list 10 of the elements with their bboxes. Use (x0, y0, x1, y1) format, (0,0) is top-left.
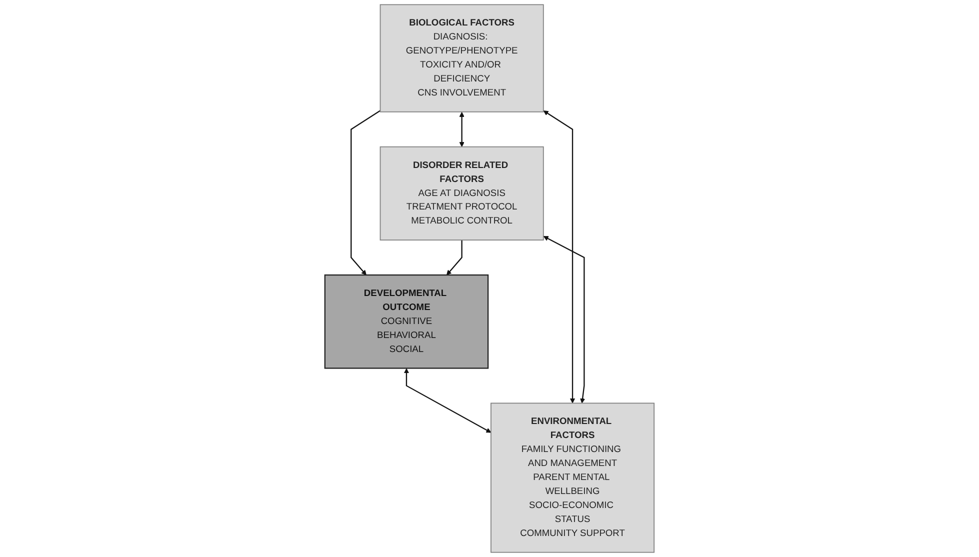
node-box: BIOLOGICAL FACTORS DIAGNOSIS: GENOTYPE/PHENOTYPE TOXICITY AND/OR DEFICIENCY CNS INVOLVEMENT (380, 4, 544, 112)
arrow (350, 110, 381, 276)
node-box: ENVIRONMENTAL FACTORS FAMILY FUNCTIONING AND MANAGEMENT PARENT MENTAL WELLBEING SOCIO-ECONOMIC STATUS COMMUNITY SUPPORT (490, 402, 655, 553)
arrow (404, 368, 492, 433)
arrow (543, 236, 586, 404)
arrow (543, 110, 576, 404)
node-box: DEVELOPMENTAL OUTCOME COGNITIVE BEHAVIORAL SOCIAL (324, 274, 489, 369)
arrow (459, 112, 464, 148)
arrow (446, 240, 462, 276)
node-box: DISORDER RELATED FACTORS AGE AT DIAGNOSIS TREATMENT PROTOCOL METABOLIC CONTROL (380, 146, 544, 240)
